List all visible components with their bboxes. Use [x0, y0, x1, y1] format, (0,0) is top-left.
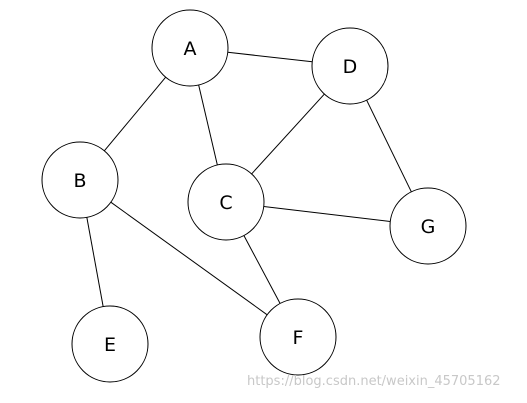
node-e: E [71, 305, 149, 383]
node-a: A [151, 9, 229, 87]
node-circle-d [311, 27, 389, 105]
node-c: C [187, 163, 265, 241]
node-g: G [389, 187, 467, 265]
edge-c-g [263, 205, 391, 223]
node-label-b: B [73, 170, 86, 192]
edge-c-d [251, 93, 325, 175]
node-circle-e [71, 305, 149, 383]
node-label-e: E [104, 334, 116, 356]
node-d: D [311, 27, 389, 105]
edge-a-c [198, 84, 218, 166]
edge-d-g [366, 99, 412, 193]
node-circle-a [151, 9, 229, 87]
node-label-f: F [293, 327, 304, 349]
node-label-a: A [184, 38, 197, 60]
edge-c-f [243, 235, 281, 304]
edge-b-f [110, 201, 268, 316]
graph-edges [86, 51, 412, 316]
node-f: F [259, 298, 337, 376]
node-circle-g [389, 187, 467, 265]
edge-a-d [227, 51, 313, 63]
node-circle-b [41, 141, 119, 219]
graph-nodes: A B C D E F G [41, 9, 467, 383]
node-circle-f [259, 298, 337, 376]
node-label-d: D [343, 56, 358, 78]
node-b: B [41, 141, 119, 219]
node-circle-c [187, 163, 265, 241]
node-label-c: C [219, 192, 232, 214]
watermark-text: https://blog.csdn.net/weixin_45705162 [247, 374, 501, 389]
edge-b-e [86, 217, 104, 307]
edge-a-b [103, 76, 167, 152]
node-label-g: G [421, 216, 436, 238]
